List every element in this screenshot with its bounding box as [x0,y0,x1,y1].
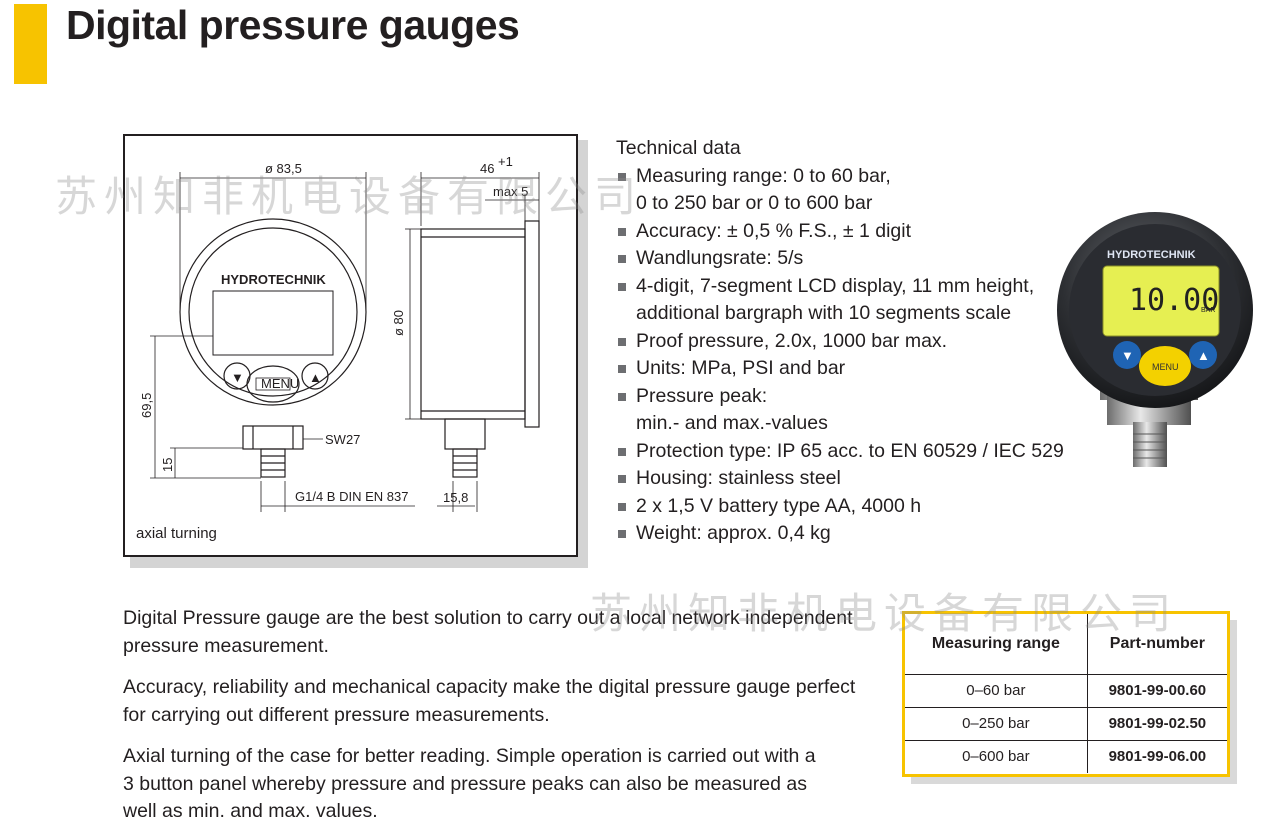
description-paragraph: Accuracy, reliability and mechanical cap… [123,676,856,726]
page-title: Digital pressure gauges [66,2,520,48]
tech-item-housing: Housing: stainless steel [616,465,1076,493]
header-part-number: Part-number [1086,614,1227,674]
photo-down-icon: ▼ [1121,348,1134,363]
technical-data: Technical data Measuring range: 0 to 60 … [616,135,1076,548]
photo-unit: BAR [1201,307,1215,314]
svg-text:▲: ▲ [309,370,322,385]
product-photo: HYDROTECHNIK 10.00 BAR ▼ ▲ MENU [1057,212,1253,467]
tech-item-display: 4-digit, 7-segment LCD display, 11 mm he… [616,273,1076,328]
dim-depth: 46 [480,161,494,176]
watermark: 苏州知非机电设备有限公司 [55,172,644,221]
table-row: 0–60 bar 9801-99-00.60 [905,673,1227,707]
dim-max: max 5 [493,184,528,199]
watermark: 苏州知非机电设备有限公司 [590,589,1179,638]
title-accent-bar [14,4,47,84]
cell-range: 0–250 bar [905,706,1088,740]
technical-drawing: ▼ ▲ MENU HYDROTECHNIK [123,134,578,557]
cell-part-number: 9801-99-00.60 [1086,673,1227,707]
photo-brand: HYDROTECHNIK [1107,249,1196,261]
tech-item-rate: Wandlungsrate: 5/s [616,245,1076,273]
dim-thread-length: 15,8 [443,490,468,505]
dim-diameter-front: ø 83,5 [265,161,302,176]
part-number-table: Measuring range Part-number 0–60 bar 980… [902,611,1230,777]
table-row: 0–600 bar 9801-99-06.00 [905,739,1227,773]
tech-item-weight: Weight: approx. 0,4 kg [616,520,1076,548]
table-row: 0–250 bar 9801-99-02.50 [905,706,1227,740]
svg-text:▼: ▼ [231,370,244,385]
dim-thread: G1/4 B DIN EN 837 [295,489,408,504]
description: Digital Pressure gauge are the best solu… [123,605,863,840]
tech-item-units: Units: MPa, PSI and bar [616,355,1076,383]
tech-item-protection: Protection type: IP 65 acc. to EN 60529 … [616,438,1076,466]
description-paragraph: Axial turning of the case for better rea… [123,745,816,822]
dim-thread-height: 15 [160,458,175,472]
cell-part-number: 9801-99-02.50 [1086,706,1227,740]
photo-up-icon: ▲ [1197,348,1210,363]
header-measuring-range: Measuring range [931,634,1060,652]
photo-reading: 10.00 [1129,283,1219,318]
menu-label: MENU [261,376,299,391]
cell-range: 0–60 bar [905,673,1088,707]
technical-data-title: Technical data [616,137,741,159]
technical-data-list: Measuring range: 0 to 60 bar, 0 to 250 b… [616,163,1076,548]
dim-depth-sup: +1 [498,154,513,169]
cell-range: 0–600 bar [905,739,1088,773]
description-paragraph: Digital Pressure gauge are the best solu… [123,607,853,657]
dim-height: 69,5 [139,393,154,418]
tech-item-accuracy: Accuracy: ± 0,5 % F.S., ± 1 digit [616,218,1076,246]
cell-part-number: 9801-99-06.00 [1086,739,1227,773]
tech-item-battery: 2 x 1,5 V battery type AA, 4000 h [616,493,1076,521]
dim-diameter-side: ø 80 [391,310,406,336]
drawing-caption: axial turning [136,525,217,542]
brand-label: HYDROTECHNIK [221,272,326,287]
gauge-drawing-svg: ▼ ▲ MENU HYDROTECHNIK [139,154,540,512]
tech-item-range: Measuring range: 0 to 60 bar, 0 to 250 b… [616,163,1076,218]
tech-item-peak: Pressure peak: min.- and max.-values [616,383,1076,438]
dim-wrench: SW27 [325,432,360,447]
tech-item-proof: Proof pressure, 2.0x, 1000 bar max. [616,328,1076,356]
photo-menu: MENU [1152,362,1179,372]
